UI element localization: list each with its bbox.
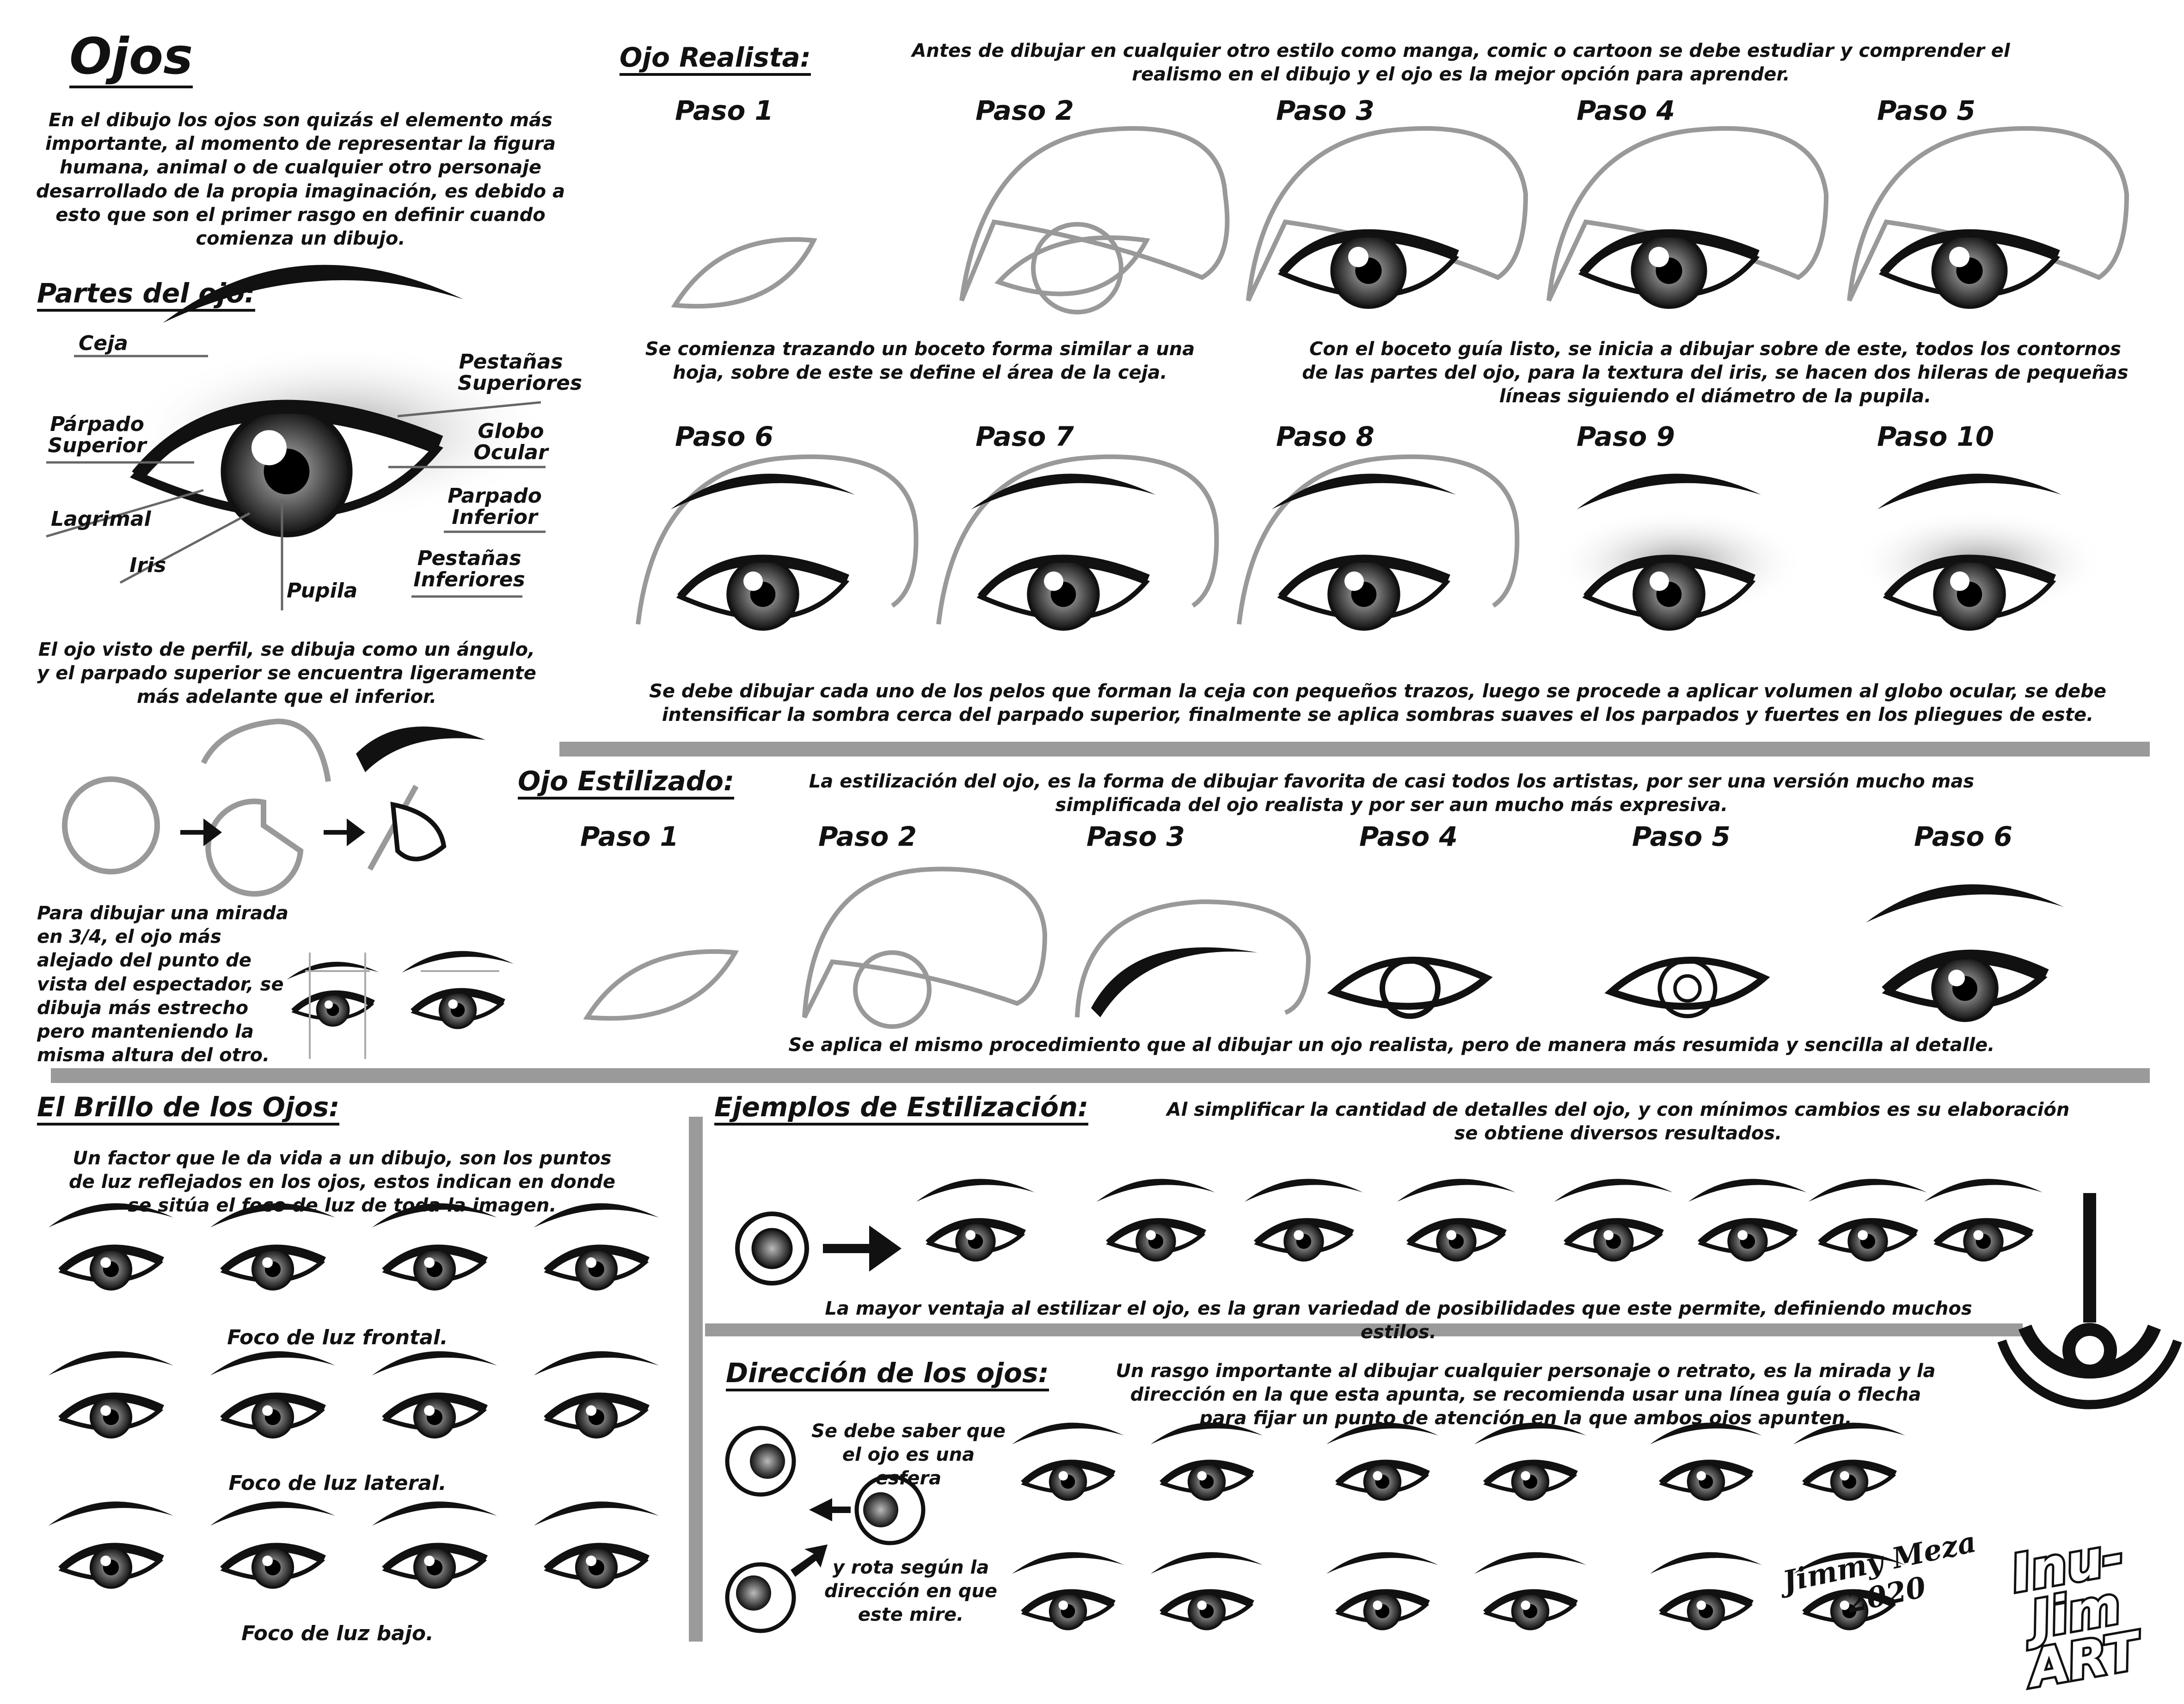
label-pestanas-inferiores: Pestañas Inferiores <box>413 547 525 592</box>
example-eye <box>1688 1179 1807 1260</box>
realistic-step-7: Paso 7 <box>975 421 1074 452</box>
stylized-step-2: Paso 2 <box>818 821 917 852</box>
example-eye <box>1096 1179 1215 1260</box>
shine-title: El Brillo de los Ojos: <box>37 1091 340 1126</box>
stylized-caption: Se aplica el mismo procedimiento que al … <box>788 1034 1995 1056</box>
realistic-step-2: Paso 2 <box>975 95 1074 126</box>
direction-title: Dirección de los ojos: <box>726 1357 1049 1391</box>
shine-eye <box>48 1351 174 1437</box>
shine-eye <box>534 1501 659 1587</box>
shine-eye <box>372 1351 497 1437</box>
direction-eye <box>1150 1422 1263 1500</box>
realistic-caption-2: Con el boceto guía listo, se inicia a di… <box>1302 338 2129 407</box>
stylized-step-5: Paso 5 <box>1632 821 1730 852</box>
profile-text: El ojo visto de perfil, se dibuja como u… <box>37 639 536 708</box>
illustrations <box>46 126 2182 1642</box>
three-quarter-text: Para dibujar una mirada en 3/4, el ojo m… <box>37 903 288 1066</box>
stylized-step-1: Paso 1 <box>580 821 679 852</box>
direction-eye <box>1650 1422 1762 1500</box>
parts-title: Partes del ojo: <box>37 277 256 312</box>
direction-eye <box>1474 1422 1587 1500</box>
label-parpado-superior: Párpado Superior <box>48 412 147 458</box>
label-globo-ocular: Globo Ocular <box>473 419 548 465</box>
direction-intro: Un rasgo importante al dibujar cualquier… <box>1116 1360 1936 1429</box>
label-ceja: Ceja <box>79 332 128 355</box>
label-lagrimal: Lagrimal <box>51 507 151 531</box>
example-eye <box>1397 1179 1516 1260</box>
realistic-step-6: Paso 6 <box>675 421 773 452</box>
intro-text: En el dibujo los ojos son quizás el elem… <box>36 110 565 249</box>
shine-eye <box>372 1501 497 1587</box>
realistic-step-8: Paso 8 <box>1276 421 1374 452</box>
direction-eye <box>1793 1422 1906 1500</box>
direction-eye <box>1474 1552 1587 1630</box>
examples-title: Ejemplos de Estilización: <box>714 1091 1089 1126</box>
shine-caption-frontal: Foco de luz frontal. <box>227 1326 448 1349</box>
realistic-step-5: Paso 5 <box>1877 95 1975 126</box>
realistic-step-10: Paso 10 <box>1877 421 1994 452</box>
realistic-caption-1: Se comienza trazando un boceto forma sim… <box>645 338 1195 384</box>
shine-caption-lateral: Foco de luz lateral. <box>228 1471 447 1495</box>
direction-eye <box>1012 1552 1124 1630</box>
example-eye <box>1924 1179 2043 1260</box>
label-iris: Iris <box>129 554 166 577</box>
direction-sphere-text: Se debe saber que el ojo es una esfera <box>811 1421 1006 1489</box>
shine-eye <box>210 1501 336 1587</box>
direction-eye <box>1650 1552 1762 1630</box>
stylized-step-3: Paso 3 <box>1086 821 1185 852</box>
example-eye <box>916 1179 1035 1260</box>
direction-eye <box>1012 1422 1124 1500</box>
direction-eye <box>1326 1552 1439 1630</box>
stylized-step-4: Paso 4 <box>1359 821 1458 852</box>
example-eye <box>1554 1179 1673 1260</box>
shine-eye <box>48 1501 174 1587</box>
page-title: Ojos <box>69 28 193 88</box>
label-pupila: Pupila <box>287 579 358 603</box>
stylized-intro: La estilización del ojo, es la forma de … <box>809 771 1975 816</box>
realistic-title: Ojo Realista: <box>620 42 811 76</box>
stylized-step-6: Paso 6 <box>1914 821 2012 852</box>
shine-eye <box>210 1351 336 1437</box>
direction-rotate-text: y rota según la dirección en que este mi… <box>824 1557 997 1626</box>
label-parpado-inferior: Parpado Inferior <box>448 484 542 529</box>
shine-text: Un factor que le da vida a un dibujo, so… <box>69 1148 615 1217</box>
stylized-title: Ojo Estilizado: <box>518 765 735 800</box>
direction-eye <box>1150 1552 1263 1630</box>
examples-caption: La mayor ventaja al estilizar el ojo, es… <box>825 1298 1972 1343</box>
shine-caption-bajo: Foco de luz bajo. <box>241 1622 434 1645</box>
shine-eye <box>534 1351 659 1437</box>
realistic-step-1: Paso 1 <box>675 95 773 126</box>
realistic-intro: Antes de dibujar en cualquier otro estil… <box>912 40 2010 86</box>
examples-intro: Al simplificar la cantidad de detalles d… <box>1166 1099 2070 1144</box>
realistic-caption-3: Se debe dibujar cada uno de los pelos qu… <box>649 681 2106 726</box>
example-eye <box>1244 1179 1363 1260</box>
realistic-step-4: Paso 4 <box>1577 95 1675 126</box>
direction-eye <box>1326 1422 1439 1500</box>
realistic-step-9: Paso 9 <box>1577 421 1675 452</box>
example-eye <box>1808 1179 1927 1260</box>
realistic-step-3: Paso 3 <box>1276 95 1374 126</box>
label-pestanas-superiores: Pestañas Superiores <box>458 350 583 395</box>
brand-logo-text: Inu-Jim ART <box>2005 1523 2146 1701</box>
